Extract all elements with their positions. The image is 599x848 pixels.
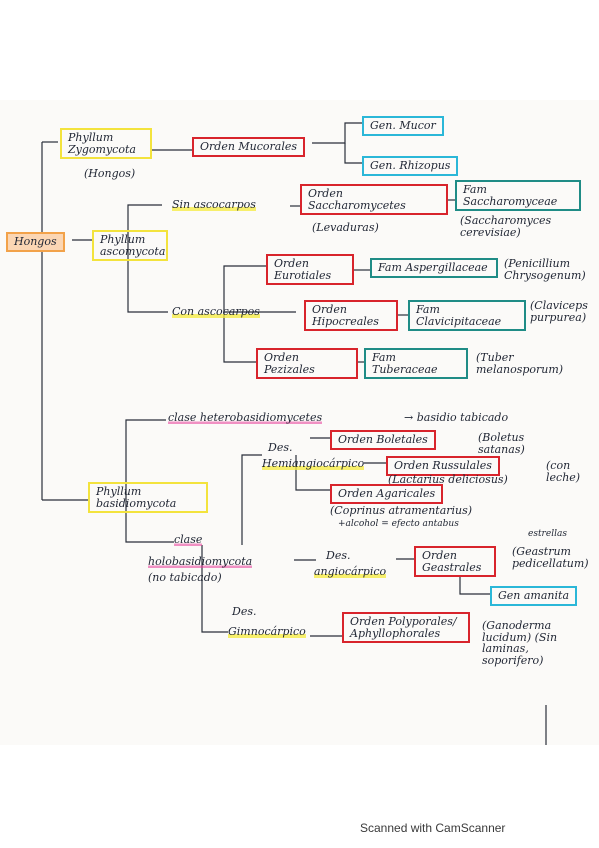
- estrellas-note: estrellas: [528, 529, 567, 539]
- basidio-tabicado-label: → basidio tabicado: [404, 411, 509, 424]
- saccharomyceae-note: (Saccharomyces cerevisiae): [460, 214, 552, 239]
- orden-saccharomycetes-box: Orden Saccharomycetes: [300, 184, 448, 216]
- phylum-zygomycota-box: Phyllum Zygomycota: [60, 128, 152, 160]
- holobasidiomycota-note: (no tabicado): [148, 571, 222, 584]
- root-node-hongos: Hongos: [6, 232, 65, 252]
- tuberaceae-note: (Tuber melanosporum): [476, 351, 564, 376]
- orden-eurotiales-box: Orden Eurotiales: [266, 254, 354, 286]
- clavicipitaceae-note: (Claviceps purpurea): [530, 299, 588, 324]
- des-angiocarpico-label-1: Des.: [326, 549, 351, 562]
- orden-agaricales-box: Orden Agaricales: [330, 484, 444, 504]
- fam-clavicipitaceae-box: Fam Clavicipitaceae: [408, 300, 526, 332]
- fam-tuberaceae-box: Fam Tuberaceae: [364, 348, 468, 380]
- des-hemiangiocarpico-label-2: Hemiangiocárpico: [262, 457, 365, 470]
- des-angiocarpico-label-2: angiocárpico: [314, 565, 387, 578]
- camscanner-footer: Scanned with CamScanner: [360, 821, 506, 835]
- orden-hipocreales-box: Orden Hipocreales: [304, 300, 398, 332]
- orden-geastrales-box: Orden Geastrales: [414, 546, 496, 578]
- fam-aspergillaceae-box: Fam Aspergillaceae: [370, 258, 498, 278]
- des-hemiangiocarpico-label-1: Des.: [268, 441, 293, 454]
- zygomycota-note: (Hongos): [84, 167, 136, 180]
- holobasidiomycota-label: holobasidiomycota: [148, 555, 253, 568]
- orden-mucorales-box: Orden Mucorales: [192, 137, 306, 157]
- saccharomycetes-note: (Levaduras): [312, 221, 379, 234]
- des-gimnocarpico-label-1: Des.: [232, 605, 257, 618]
- con-ascocarpos-label: Con ascocarpos: [172, 305, 260, 318]
- agaricales-note: (Coprinus atramentarius): [330, 504, 473, 517]
- gen-rhizopus-box: Gen. Rhizopus: [362, 156, 459, 176]
- sin-ascocarpos-label: Sin ascocarpos: [172, 198, 256, 211]
- gen-amanita-box: Gen amanita: [490, 586, 578, 606]
- orden-russulales-box: Orden Russulales: [386, 456, 500, 476]
- polyporales-note: (Ganoderma lucidum) (Sin laminas, sopori…: [482, 619, 558, 667]
- boletales-note: (Boletus satanas): [478, 431, 525, 456]
- fam-saccharomyceae-box: Fam Saccharomyceae: [455, 180, 581, 212]
- clase-heterobasidiomycetes-label: clase heterobasidiomycetes: [168, 411, 323, 424]
- geastrales-note: (Geastrum pedicellatum): [512, 545, 589, 570]
- orden-boletales-box: Orden Boletales: [330, 430, 436, 450]
- gen-mucor-box: Gen. Mucor: [362, 116, 444, 136]
- alcohol-note: +alcohol = efecto antabus: [338, 519, 459, 529]
- orden-pezizales-box: Orden Pezizales: [256, 348, 358, 380]
- russulales-note: (Lactarius deliciosus): [388, 473, 508, 486]
- clase-label: clase: [174, 533, 203, 546]
- con-leche-note: (con leche): [546, 459, 581, 484]
- orden-polyporales-box: Orden Polyporales/ Aphyllophorales: [342, 612, 470, 644]
- phylum-ascomycota-box: Phyllum ascomycota: [92, 230, 168, 262]
- des-gimnocarpico-label-2: Gimnocárpico: [228, 625, 306, 638]
- aspergillaceae-note: (Penicillium Chrysogenum): [504, 257, 586, 282]
- phylum-basidiomycota-box: Phyllum basidiomycota: [88, 482, 208, 514]
